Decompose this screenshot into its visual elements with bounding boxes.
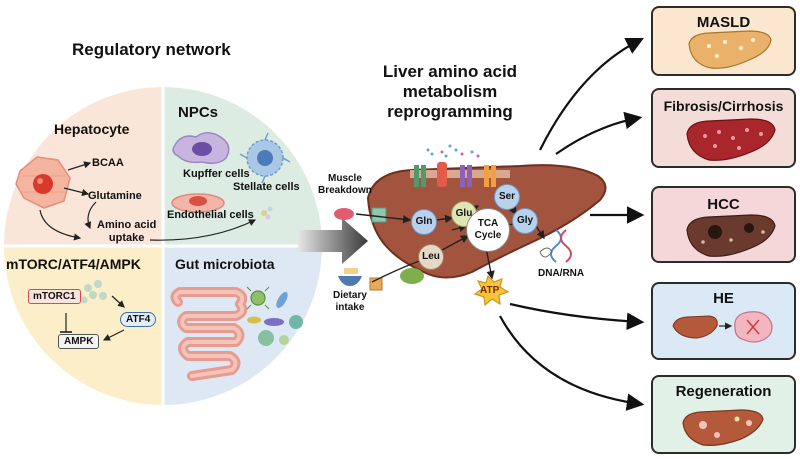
cirrhosis-liver-icon (686, 118, 776, 161)
bcaa-label: BCAA (92, 157, 124, 169)
outcome-box-hcc: HCC (651, 186, 796, 263)
dna-rna-label: DNA/RNA (538, 268, 585, 279)
amino-acid-uptake-label: Amino acid uptake (97, 219, 157, 244)
stellate-cell-icon (239, 132, 291, 184)
atp-label: ATP (480, 285, 500, 296)
liver-reprogramming-title: Liver amino acid metabolism reprogrammin… (382, 62, 518, 121)
mtorc-title: mTORC/ATF4/AMPK (6, 256, 141, 272)
gln-node: Gln (411, 209, 437, 235)
ser-node: Ser (494, 184, 520, 210)
arrow-to-fibrosis (555, 111, 643, 155)
regulatory-circle (4, 87, 322, 405)
arrow-to-masld (539, 38, 644, 151)
mtorc1-box: mTORC1 (28, 289, 81, 304)
atf4-box: ATF4 (120, 312, 157, 327)
kupffer-cell-icon (172, 132, 230, 165)
arrow-to-regeneration (499, 315, 645, 411)
gly-node: Gly (512, 208, 538, 234)
atp-star-icon (473, 274, 510, 307)
dietary-intake-icon (338, 268, 383, 291)
masld-liver-icon (688, 30, 772, 69)
ampk-box: AMPK (58, 334, 100, 349)
npcs-title: NPCs (178, 104, 219, 121)
intestine-icon (170, 287, 248, 381)
arrow-to-he (509, 302, 645, 331)
regeneration-liver-icon (682, 409, 764, 446)
muscle-icon (334, 207, 387, 223)
dna-icon (539, 229, 572, 263)
outcome-box-fibrosis: Fibrosis/Cirrhosis (651, 88, 796, 168)
dietary-intake-label: Dietary intake (333, 290, 367, 313)
masld-label: MASLD (696, 14, 751, 31)
he-liver-brain-icon (672, 311, 773, 343)
fibrosis-cirrhosis-label: Fibrosis/Cirrhosis (663, 98, 784, 114)
hcc-label: HCC (707, 196, 740, 213)
gut-microbiota-title: Gut microbiota (175, 256, 275, 272)
outcome-box-he: HE (651, 282, 796, 360)
bacteria-icons (246, 286, 303, 346)
stellate-label: Stellate cells (233, 181, 300, 193)
he-label: HE (713, 290, 734, 307)
amino-acid-dots-icon (261, 206, 273, 220)
transition-arrow (298, 218, 368, 264)
hepatocyte-title: Hepatocyte (54, 121, 130, 137)
endothelial-label: Endothelial cells (167, 209, 254, 221)
regulatory-network-title: Regulatory network (72, 40, 231, 59)
outcome-box-masld: MASLD (651, 6, 796, 76)
leu-node: Leu (418, 244, 444, 270)
hepatocyte-cell-icon (15, 156, 71, 209)
tca-cycle-node: TCA Cycle (466, 208, 510, 252)
outcome-box-regeneration: Regeneration (651, 375, 796, 454)
membrane-receptors-icon (410, 144, 510, 187)
muscle-breakdown-label: Muscle Breakdown (318, 173, 372, 196)
glutamine-label: Glutamine (88, 190, 142, 202)
kupffer-label: Kupffer cells (183, 168, 250, 180)
endothelial-cell-icon (171, 193, 225, 213)
nutrient-dots-icon (80, 280, 107, 304)
hcc-liver-icon (686, 214, 776, 257)
regeneration-label: Regeneration (675, 383, 772, 400)
